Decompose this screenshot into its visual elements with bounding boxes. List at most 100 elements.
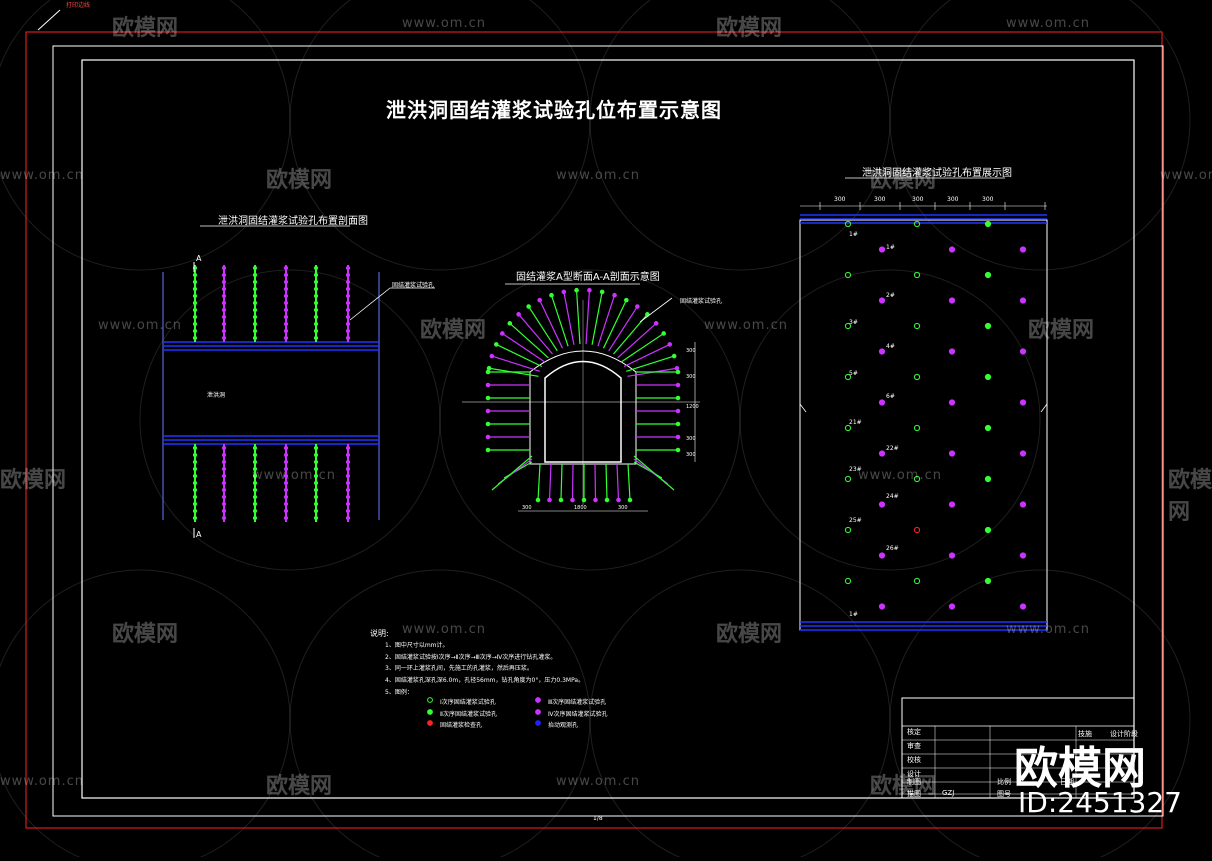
grout-bead — [252, 494, 258, 500]
grout-bead — [313, 272, 319, 278]
radial-hole — [602, 299, 627, 349]
development-hole — [984, 373, 992, 381]
grout-bead — [345, 321, 351, 327]
row-label: 26# — [886, 545, 899, 552]
title-block-date: 日期 — [1060, 778, 1074, 786]
radial-hole-end — [493, 342, 499, 347]
grout-bead — [221, 300, 227, 306]
grout-bead — [345, 328, 351, 334]
development-hole — [948, 450, 956, 457]
watermark-brand: 欧模网 — [1028, 318, 1095, 343]
grout-bead — [345, 466, 351, 472]
radial-hole — [597, 295, 616, 347]
radial-hole — [617, 322, 657, 359]
title-block-row: 描图 — [907, 790, 921, 798]
row-label: 23# — [849, 466, 862, 473]
frame-bottom-number: 1/8 — [593, 815, 603, 822]
floor-hole — [605, 463, 608, 501]
development-hole — [1019, 348, 1027, 355]
grout-bead — [283, 473, 289, 479]
radial-hole-end — [486, 365, 492, 371]
section-mark-top: A — [196, 254, 202, 263]
grout-bead — [252, 286, 258, 292]
development-hole — [878, 297, 886, 304]
grout-bead — [221, 494, 227, 500]
floor-hole-end — [627, 497, 633, 503]
grout-bead — [283, 307, 289, 313]
development-hole — [1019, 246, 1027, 253]
watermark-brand-large: 欧模网 — [1014, 743, 1146, 794]
watermark-ring — [0, 0, 291, 271]
grout-bead — [252, 328, 258, 334]
legend-label: Ⅰ次序固结灌浆试验孔 — [440, 699, 496, 706]
grout-bead — [252, 459, 258, 465]
grout-bead — [192, 459, 198, 465]
drawing-title: 泄洪洞固结灌浆试验孔位布置示意图 — [386, 98, 722, 122]
radial-hole — [491, 355, 541, 372]
development-hole — [984, 526, 992, 534]
row-label: 22# — [886, 445, 899, 452]
grout-bead — [313, 300, 319, 306]
center-callout: 固结灌浆试验孔 — [680, 298, 723, 305]
grout-bead — [313, 466, 319, 472]
watermark-ring — [589, 569, 891, 861]
grout-bead — [283, 452, 289, 458]
watermark-url: www.om.cn — [556, 168, 640, 183]
grout-bead — [313, 452, 319, 458]
left-tunnel-label: 泄洪洞 — [207, 392, 226, 399]
floor-hole-end — [570, 497, 575, 503]
corner-hole — [633, 455, 675, 491]
dimension-label: 300 — [982, 196, 994, 203]
grout-bead — [221, 335, 227, 341]
grout-bead — [313, 286, 319, 292]
radial-hole — [509, 322, 549, 359]
grout-bead — [221, 487, 227, 493]
grout-bead — [252, 466, 258, 472]
row-label: 4# — [886, 343, 895, 350]
development-hole — [1019, 501, 1027, 508]
development-hole — [984, 271, 992, 279]
watermark-id: ID:2451327 — [1018, 786, 1182, 819]
grout-bead — [345, 452, 351, 458]
radial-hole — [608, 306, 638, 352]
grout-bead — [345, 293, 351, 299]
grout-bead — [192, 508, 198, 514]
grout-bead — [313, 508, 319, 514]
grout-bead — [192, 307, 198, 313]
grout-bead — [192, 445, 198, 451]
radial-hole — [528, 306, 558, 352]
development-hole — [878, 399, 886, 406]
grout-bead — [283, 335, 289, 341]
grout-bead — [313, 335, 319, 341]
floor-hole-end — [593, 497, 598, 503]
grout-bead — [345, 314, 351, 320]
grout-bead — [221, 459, 227, 465]
grout-bead — [192, 328, 198, 334]
note-item: 4、固结灌浆孔深孔深6.0m，孔径56mm，钻孔角度为0°，压力0.3MPa。 — [385, 677, 585, 684]
dimension-label: 300 — [912, 196, 924, 203]
watermark-url: www.om.cn — [704, 318, 788, 333]
side-hole-end — [485, 369, 491, 375]
grout-bead — [313, 321, 319, 327]
title-block-stage: 设计阶段 — [1110, 730, 1138, 738]
floor-hole — [548, 463, 552, 501]
development-hole — [984, 424, 992, 432]
grout-bead — [252, 307, 258, 313]
side-hole-end — [485, 395, 491, 401]
watermark-url: www.om.cn — [0, 774, 84, 789]
radial-hole — [625, 355, 675, 372]
side-hole-end — [675, 434, 681, 440]
watermark-url: www.om.cn — [556, 774, 640, 789]
watermark-brand: 欧模网 — [112, 622, 179, 647]
left-view-title: 泄洪洞固结灌浆试验孔布置剖面图 — [218, 216, 368, 227]
grout-bead — [345, 445, 351, 451]
dimension-label: 300 — [686, 348, 696, 354]
radial-hole — [518, 313, 553, 355]
title-block-row: 审查 — [907, 742, 921, 750]
grout-bead — [252, 293, 258, 299]
legend-symbol — [427, 697, 433, 703]
grout-bead — [221, 452, 227, 458]
development-hole — [844, 373, 852, 381]
development-hole — [844, 271, 852, 279]
